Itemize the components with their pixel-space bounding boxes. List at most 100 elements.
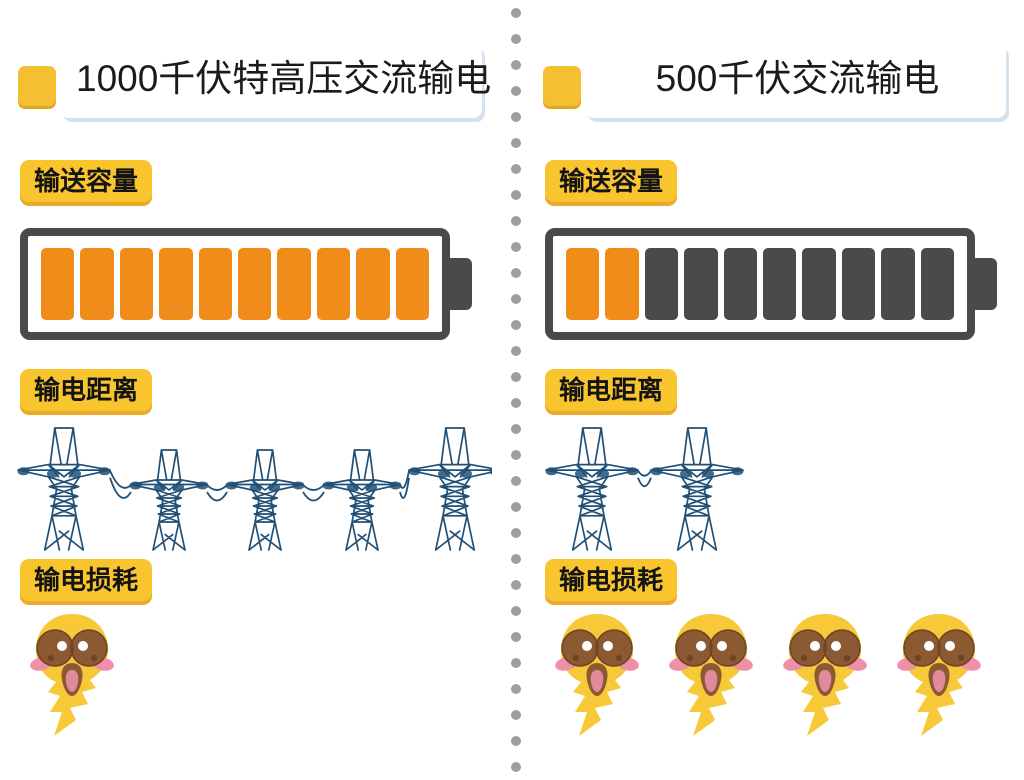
divider-dot	[510, 398, 521, 408]
insulator-icon	[626, 467, 639, 476]
insulator-icon	[346, 483, 359, 492]
battery-cell-empty	[920, 248, 955, 320]
tongue	[65, 670, 79, 692]
eye-right-highlight	[717, 641, 727, 651]
battery-cell-filled	[198, 248, 233, 320]
transmission-tower	[322, 449, 402, 551]
insulator-icon	[225, 481, 238, 490]
divider-dot	[510, 138, 521, 148]
transmission-loss-icon	[893, 608, 985, 738]
eye-left	[37, 630, 73, 666]
transmission-loss-icon	[665, 608, 757, 738]
battery-cell-filled	[159, 248, 193, 320]
insulator-icon	[196, 481, 209, 490]
eye-right-spot	[957, 654, 965, 662]
vertical-dotted-divider	[509, 8, 522, 772]
divider-dot	[510, 710, 521, 720]
transmission-tower	[545, 427, 639, 551]
eye-right	[596, 630, 632, 666]
power-line	[399, 477, 410, 499]
eye-left	[790, 630, 826, 666]
eye-left-spot	[572, 654, 580, 662]
power-line	[637, 470, 652, 477]
eye-left	[562, 630, 598, 666]
divider-dot	[510, 86, 521, 96]
insulator-icon	[46, 469, 59, 478]
title-row-left: 1000千伏特高压交流输电	[18, 44, 491, 122]
transmission-loss-bolt-icon	[30, 614, 114, 736]
eye-right-outline	[937, 629, 975, 667]
eye-right-highlight	[831, 641, 841, 651]
section-tag-capacity-label: 输送容量	[559, 166, 664, 196]
battery-cell-empty	[723, 248, 758, 320]
insulator-icon	[322, 481, 335, 490]
battery-cell-filled	[277, 248, 311, 320]
divider-dot	[510, 580, 521, 590]
insulator-icon	[408, 467, 421, 476]
transmission-tower	[408, 427, 492, 551]
eye-left-outline	[675, 629, 713, 667]
transmission-tower-group	[545, 427, 744, 551]
divider-dot	[510, 268, 521, 278]
transmission-tower	[129, 449, 209, 551]
eye-left-outline	[789, 629, 827, 667]
eye-left-highlight	[924, 641, 934, 651]
battery-cell-filled	[356, 248, 390, 320]
battery-body	[545, 228, 975, 340]
insulator-icon	[489, 468, 492, 475]
insulator-icon	[365, 483, 378, 492]
eye-left-spot	[914, 654, 922, 662]
divider-dot	[510, 346, 521, 356]
transmission-loss-bolt-icon	[555, 614, 639, 736]
eye-left-highlight	[582, 641, 592, 651]
divider-dot	[510, 554, 521, 564]
battery-cell-empty	[841, 248, 876, 320]
battery-cell-filled	[238, 248, 272, 320]
divider-dot	[510, 34, 521, 44]
tongue	[932, 670, 946, 692]
section-tag-loss: 输电损耗	[20, 559, 153, 601]
insulator-icon	[292, 481, 305, 490]
divider-dot	[510, 424, 521, 434]
eye-right-spot	[615, 654, 623, 662]
divider-dot	[510, 528, 521, 538]
section-tag-distance-label: 输电距离	[559, 375, 664, 405]
eye-right	[824, 630, 860, 666]
battery-cell-filled	[41, 248, 75, 320]
divider-dot	[510, 8, 521, 18]
power-line	[109, 470, 132, 489]
battery-cell-filled	[395, 248, 430, 320]
eye-right-spot	[90, 654, 98, 662]
section-tag-loss-label: 输电损耗	[34, 565, 139, 595]
eye-right	[938, 630, 974, 666]
divider-dot	[510, 60, 521, 70]
divider-dot	[510, 658, 521, 668]
insulator-icon	[17, 467, 30, 476]
eye-left-highlight	[57, 641, 67, 651]
battery-cell-empty	[644, 248, 679, 320]
transmission-towers-left	[12, 418, 492, 558]
title-row-right: 500千伏交流输电	[543, 44, 1006, 122]
insulator-icon	[268, 483, 281, 492]
insulator-icon	[98, 467, 111, 476]
insulator-icon	[460, 469, 473, 478]
insulator-icon	[574, 469, 587, 478]
power-line	[637, 477, 652, 488]
section-tag-capacity: 输送容量	[545, 160, 678, 202]
divider-dot	[510, 736, 521, 746]
eye-right-outline	[709, 629, 747, 667]
transmission-towers-right	[537, 418, 787, 558]
transmission-tower	[650, 427, 744, 551]
eye-left-outline	[561, 629, 599, 667]
divider-dot	[510, 112, 521, 122]
divider-dot	[510, 190, 521, 200]
section-tag-loss: 输电损耗	[545, 559, 678, 601]
battery-capacity-gauge	[545, 228, 997, 340]
eye-right-highlight	[945, 641, 955, 651]
transmission-loss-icon	[26, 608, 118, 738]
eye-left-spot	[800, 654, 808, 662]
panel-right: 500千伏交流输电 输送容量 输电距离 输电损耗	[525, 0, 1024, 780]
eye-left-outline	[903, 629, 941, 667]
loss-icons-right	[551, 608, 985, 743]
